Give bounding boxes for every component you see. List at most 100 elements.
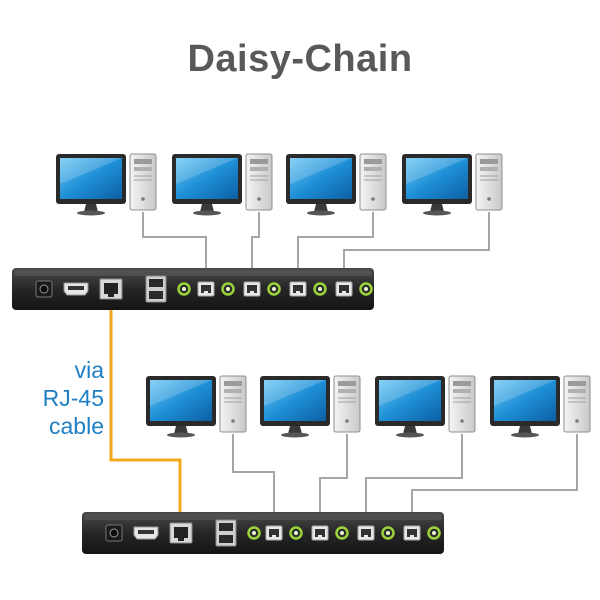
drive-bay (453, 381, 471, 386)
screen-glare (494, 380, 556, 406)
monitor-screen (379, 380, 441, 421)
monitor-stand (518, 426, 532, 434)
monitor-stand (174, 426, 188, 434)
led-highlight (272, 287, 276, 291)
rj45-clip (108, 294, 114, 297)
computer (172, 153, 273, 216)
usb-cable (365, 434, 463, 528)
monitor-screen (290, 158, 352, 199)
monitor-screen (406, 158, 468, 199)
usb-cable (232, 434, 275, 528)
led-highlight (252, 531, 256, 535)
power-button (257, 197, 261, 201)
drive-bay (338, 381, 356, 386)
led-highlight (226, 287, 230, 291)
cables-layer (109, 212, 578, 530)
power-button (460, 419, 464, 423)
computer (490, 375, 591, 438)
monitor-base (77, 210, 105, 216)
led-highlight (294, 531, 298, 535)
kvm-top-edge (84, 514, 442, 520)
usb-b-port (335, 281, 353, 297)
cable-label-line-2: RJ-45 (42, 385, 104, 411)
usb-b-port (311, 525, 329, 541)
drive-bay (453, 389, 471, 393)
screen-glare (290, 158, 352, 184)
usb-b-port (265, 525, 283, 541)
monitor-screen (176, 158, 238, 199)
drive-bay (338, 389, 356, 393)
cable-label-line-3: cable (49, 413, 104, 439)
usb-b-port (357, 525, 375, 541)
usb-port-socket (269, 529, 279, 537)
kvm-switch-1 (12, 268, 374, 310)
monitor-base (281, 432, 309, 438)
monitor-stand (314, 204, 328, 212)
usb-cable (319, 434, 348, 528)
drive-bay (568, 381, 586, 386)
screen-glare (406, 158, 468, 184)
computer (286, 153, 387, 216)
usb-a-slot (149, 291, 163, 299)
computer (260, 375, 361, 438)
drive-bay (134, 167, 152, 171)
usb-b-port (243, 281, 261, 297)
led-highlight (182, 287, 186, 291)
drive-bay (480, 159, 498, 164)
rj45-cable-label: via RJ-45 cable (20, 356, 104, 440)
diagram-title: Daisy-Chain (187, 38, 413, 80)
usb-a-slot (219, 535, 233, 543)
power-jack-hole (109, 528, 119, 538)
led-highlight (364, 287, 368, 291)
display-port-slot (138, 530, 154, 534)
power-button (371, 197, 375, 201)
screen-glare (379, 380, 441, 406)
led-highlight (340, 531, 344, 535)
monitor-stand (403, 426, 417, 434)
usb-a-slot (219, 523, 233, 531)
monitor-stand (288, 426, 302, 434)
usb-cable (297, 212, 374, 283)
monitor-base (396, 432, 424, 438)
rj45-daisy-chain-cable (109, 296, 182, 530)
screen-glare (150, 380, 212, 406)
display-port-slot (68, 286, 84, 290)
monitor-stand (430, 204, 444, 212)
usb-b-port (197, 281, 215, 297)
drive-bay (364, 159, 382, 164)
usb-cable (251, 212, 260, 283)
usb-port-socket (339, 285, 349, 293)
power-button (345, 419, 349, 423)
rj45-clip (178, 538, 184, 541)
devices-layer (12, 153, 591, 554)
drive-bay (250, 167, 268, 171)
monitor-base (511, 432, 539, 438)
monitor-stand (200, 204, 214, 212)
drive-bay (480, 167, 498, 171)
drive-bay (250, 159, 268, 164)
computer (375, 375, 476, 438)
screen-glare (264, 380, 326, 406)
drive-bay (134, 159, 152, 164)
monitor-base (423, 210, 451, 216)
usb-cable (411, 434, 578, 528)
usb-port-socket (247, 285, 257, 293)
monitor-screen (150, 380, 212, 421)
drive-bay (568, 389, 586, 393)
usb-b-port (289, 281, 307, 297)
power-button (141, 197, 145, 201)
usb-port-socket (407, 529, 417, 537)
kvm-switch-2 (82, 512, 444, 554)
usb-port-socket (201, 285, 211, 293)
screen-glare (60, 158, 122, 184)
usb-cable (343, 212, 490, 283)
usb-port-socket (315, 529, 325, 537)
cable-label-line-1: via (74, 357, 104, 383)
monitor-screen (60, 158, 122, 199)
monitor-screen (494, 380, 556, 421)
computer (56, 153, 157, 216)
led-highlight (318, 287, 322, 291)
led-highlight (432, 531, 436, 535)
usb-b-port (403, 525, 421, 541)
